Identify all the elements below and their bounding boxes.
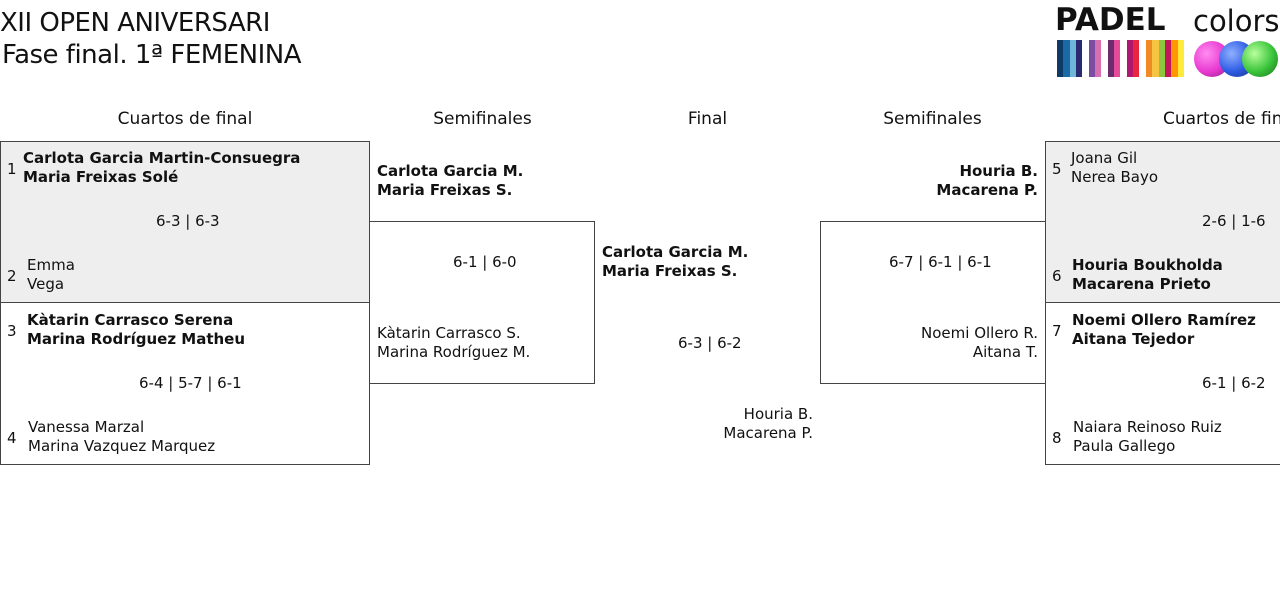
qf-right-1-team-a-player-2: Nerea Bayo xyxy=(1071,168,1159,186)
qf-left-match-1-winner-area xyxy=(0,141,370,303)
tournament-subtitle: Fase final. 1ª FEMENINA xyxy=(2,40,302,70)
seed-number: 5 xyxy=(1052,160,1062,178)
qf-left-2-score: 6-4 | 5-7 | 6-1 xyxy=(139,374,242,392)
qf-right-2-team-a-player-2: Aitana Tejedor xyxy=(1072,330,1195,348)
qf-left-2-team-b-player-2: Marina Vazquez Marquez xyxy=(28,437,216,455)
seed-number: 4 xyxy=(7,429,17,447)
logo-stripe xyxy=(1164,40,1172,77)
logo-word-padel: PADEL xyxy=(1055,2,1166,38)
logo-stripe xyxy=(1082,40,1089,77)
qf-right-2-score: 6-1 | 6-2 xyxy=(1202,374,1266,392)
seed-number: 1 xyxy=(7,160,17,178)
sf-right-score: 6-7 | 6-1 | 6-1 xyxy=(889,253,992,271)
logo-stripe xyxy=(1095,40,1102,77)
padel-colors-logo: PADEL colors xyxy=(1055,2,1280,82)
header-quarterfinals-left: Cuartos de final xyxy=(117,109,253,129)
logo-stripe xyxy=(1145,40,1153,77)
sf-left-team-b-player-1: Kàtarin Carrasco S. xyxy=(377,324,521,342)
final-team-a-player-2: Maria Freixas S. xyxy=(602,262,738,280)
logo-stripes xyxy=(1057,40,1184,77)
qf-left-1-team-a-player-1: Carlota Garcia Martin-Consuegra xyxy=(23,149,301,167)
logo-stripe xyxy=(1120,40,1127,77)
seed-number: 2 xyxy=(7,267,17,285)
qf-right-2-team-b-player-2: Paula Gallego xyxy=(1073,437,1176,455)
sf-left-team-a-player-1: Carlota Garcia M. xyxy=(377,162,524,180)
sf-right-team-a-player-1: Houria B. xyxy=(959,162,1038,180)
seed-number: 8 xyxy=(1052,429,1062,447)
logo-ball-green xyxy=(1242,41,1278,77)
logo-stripe xyxy=(1126,40,1134,77)
logo-word-colors: colors xyxy=(1193,4,1280,38)
sf-right-team-b-player-1: Noemi Ollero R. xyxy=(921,324,1038,342)
final-score: 6-3 | 6-2 xyxy=(678,334,742,352)
logo-stripe xyxy=(1177,40,1184,77)
header-quarterfinals-right: Cuartos de final xyxy=(1163,109,1280,129)
logo-stripe xyxy=(1158,40,1165,77)
logo-stripe xyxy=(1088,40,1096,77)
logo-stripe xyxy=(1114,40,1121,77)
sf-left-team-b-player-2: Marina Rodríguez M. xyxy=(377,343,531,361)
qf-left-1-team-a-player-2: Maria Freixas Solé xyxy=(23,168,179,186)
header-semifinals-right: Semifinales xyxy=(883,109,982,129)
qf-right-1-team-a-player-1: Joana Gil xyxy=(1071,149,1138,167)
qf-left-2-team-a-player-1: Kàtarin Carrasco Serena xyxy=(27,311,234,329)
final-team-b-player-2: Macarena P. xyxy=(723,424,813,442)
qf-left-2-team-a-player-2: Marina Rodríguez Matheu xyxy=(27,330,246,348)
sf-right-team-a-player-2: Macarena P. xyxy=(936,181,1038,199)
qf-left-1-score: 6-3 | 6-3 xyxy=(156,212,220,230)
qf-right-1-team-b-player-2: Macarena Prieto xyxy=(1072,275,1211,293)
final-team-b-player-1: Houria B. xyxy=(743,405,813,423)
sf-left-box xyxy=(369,221,595,384)
qf-right-1-team-b-player-1: Houria Boukholda xyxy=(1072,256,1223,274)
qf-right-match-1-box xyxy=(1045,141,1280,303)
final-team-a-player-1: Carlota Garcia M. xyxy=(602,243,749,261)
logo-stripe xyxy=(1076,40,1083,77)
qf-left-2-team-b-player-1: Vanessa Marzal xyxy=(28,418,145,436)
header-semifinals-left: Semifinales xyxy=(433,109,532,129)
sf-right-team-b-player-2: Aitana T. xyxy=(972,343,1038,361)
logo-stripe xyxy=(1057,40,1064,77)
qf-right-2-team-b-player-1: Naiara Reinoso Ruiz xyxy=(1073,418,1222,436)
tournament-title: XII OPEN ANIVERSARI xyxy=(0,8,270,38)
logo-stripe xyxy=(1152,40,1159,77)
logo-stripe xyxy=(1133,40,1140,77)
sf-left-team-a-player-2: Maria Freixas S. xyxy=(377,181,513,199)
qf-right-1-score: 2-6 | 1-6 xyxy=(1202,212,1266,230)
sf-left-score: 6-1 | 6-0 xyxy=(453,253,517,271)
qf-right-2-team-a-player-1: Noemi Ollero Ramírez xyxy=(1072,311,1256,329)
qf-right-match-2-box xyxy=(1045,302,1280,465)
qf-left-1-team-b-player-1: Emma xyxy=(27,256,75,274)
logo-stripe xyxy=(1139,40,1146,77)
seed-number: 3 xyxy=(7,322,17,340)
seed-number: 6 xyxy=(1052,267,1062,285)
logo-stripe xyxy=(1063,40,1070,77)
logo-stripe xyxy=(1107,40,1115,77)
seed-number: 7 xyxy=(1052,322,1062,340)
logo-stripe xyxy=(1171,40,1178,77)
header-final: Final xyxy=(687,109,728,129)
logo-stripe xyxy=(1101,40,1108,77)
qf-left-1-team-b-player-2: Vega xyxy=(27,275,65,293)
logo-stripe xyxy=(1069,40,1077,77)
